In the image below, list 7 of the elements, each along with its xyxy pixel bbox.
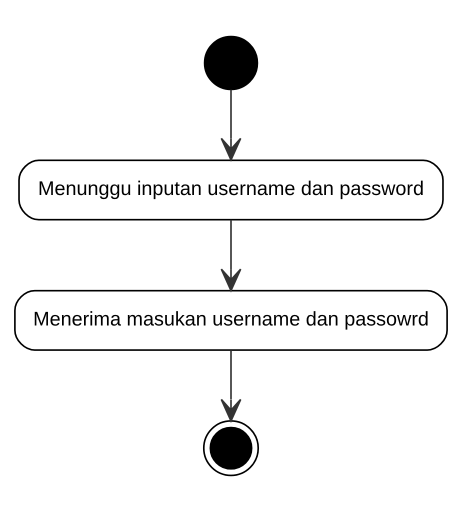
node-box: Menunggu inputan username dan password xyxy=(18,159,444,220)
arrow xyxy=(220,89,242,160)
arrow xyxy=(220,219,242,291)
node-box: Menerima masukan username dan passowrd xyxy=(14,289,448,350)
node-bullseye xyxy=(202,420,260,476)
node-circle xyxy=(204,35,258,90)
arrow xyxy=(220,350,242,422)
